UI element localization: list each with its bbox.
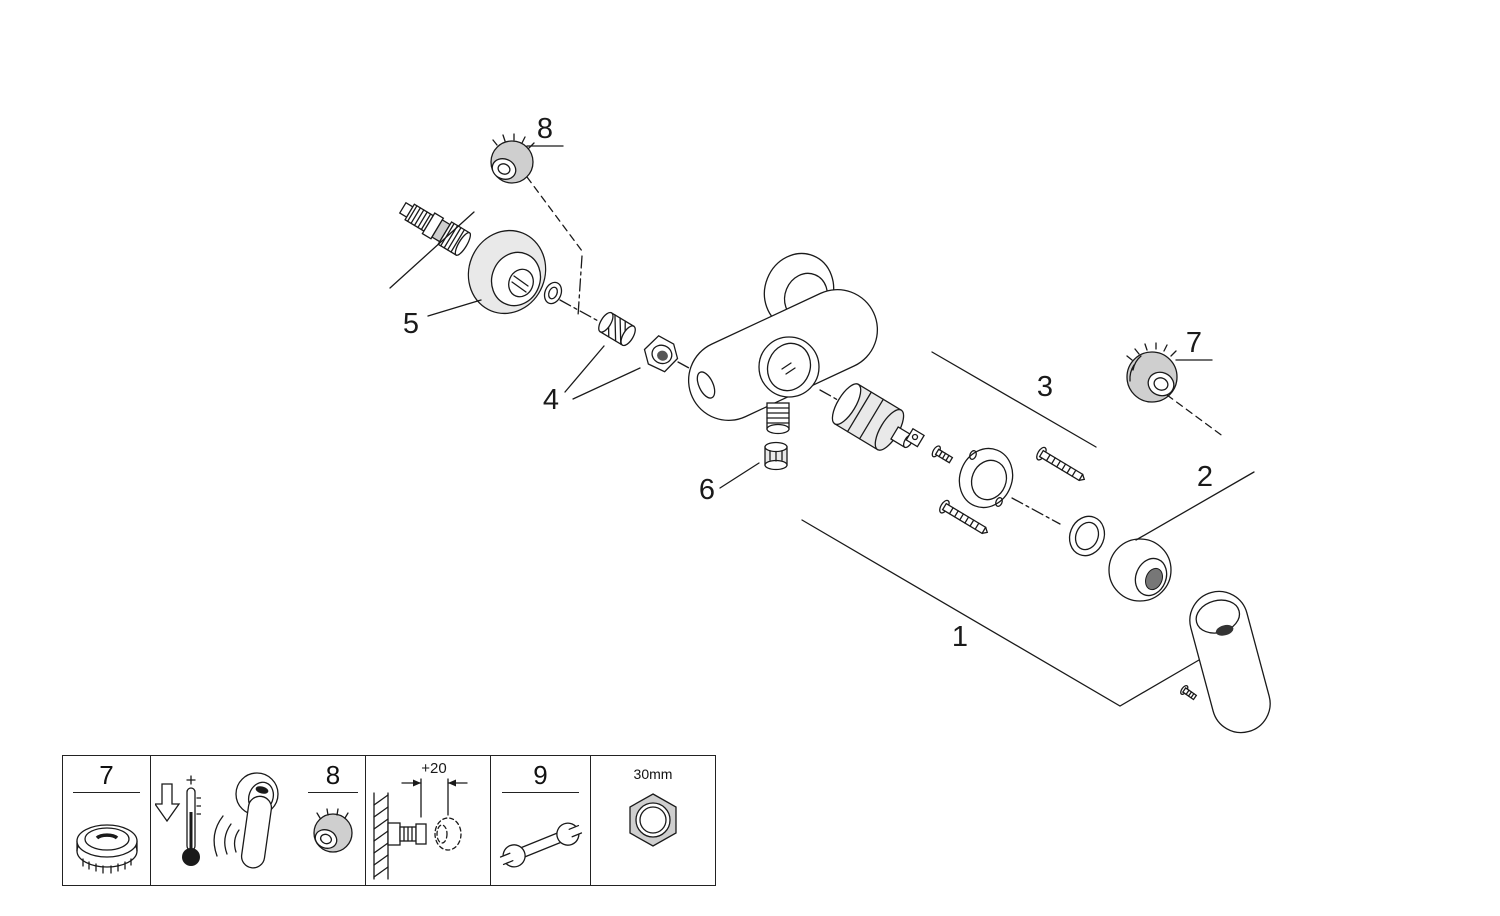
legend-label-9: 9	[501, 756, 580, 793]
lever-handle-icon	[213, 772, 279, 869]
s-union	[398, 201, 472, 256]
leader-line-6	[719, 462, 760, 489]
center-axis	[559, 299, 1061, 525]
legend-strip: 7 8	[62, 755, 716, 886]
leader-line-7	[1166, 394, 1225, 438]
hex-nut-icon	[629, 793, 677, 847]
legend-box-part7: 7	[63, 756, 151, 885]
wall-escutcheon	[467, 229, 547, 315]
screw-cap-part7	[1126, 342, 1178, 403]
mixer-body	[687, 252, 879, 435]
leader-line-5	[389, 211, 482, 317]
nut-size-label: 30mm	[633, 766, 673, 782]
handle-cap	[1108, 538, 1172, 602]
legend-box-part8: 8	[151, 756, 366, 885]
filter-screen	[598, 311, 636, 347]
temperature-limiter-icon	[155, 775, 201, 866]
lever-handle	[1189, 590, 1271, 734]
cartridge	[831, 383, 914, 451]
callout-7: 7	[1186, 327, 1202, 359]
callout-4: 4	[543, 384, 559, 416]
non-return-valve	[764, 441, 788, 471]
wrench-icon	[499, 822, 582, 868]
legend-label-7: 7	[72, 756, 141, 793]
union-nut	[643, 334, 679, 373]
leader-line-8	[526, 176, 583, 252]
axis-line-8	[577, 255, 583, 317]
small-screw	[931, 445, 954, 464]
cap-icon	[313, 808, 353, 853]
bracket-line-3	[931, 351, 1097, 448]
cartridge-adapter	[905, 427, 925, 448]
washer	[543, 281, 563, 305]
fixing-screw-a	[939, 499, 989, 535]
bracket-line-2	[1135, 471, 1255, 541]
callout-3: 3	[1037, 371, 1053, 403]
callout-1: 1	[952, 621, 968, 653]
screw-cap-part8	[490, 133, 535, 184]
callout-6: 6	[699, 474, 715, 506]
wall-extension-icon: +20	[373, 760, 468, 880]
o-ring	[1068, 515, 1106, 557]
leader-line-4	[564, 345, 641, 400]
outlet-shank	[766, 402, 790, 435]
fixing-screw-b	[1036, 446, 1086, 482]
knurled-cap-icon	[75, 824, 138, 874]
bracket-line-1	[801, 519, 1200, 707]
legend-box-part9: 9	[491, 756, 591, 885]
legend-label-8: 8	[308, 756, 358, 793]
callout-5: 5	[403, 308, 419, 340]
dimension-label: +20	[421, 760, 446, 777]
legend-box-nut: 30mm	[591, 756, 715, 885]
callout-8: 8	[537, 113, 553, 145]
mounting-flange	[958, 447, 1014, 509]
handle-screw	[1180, 684, 1198, 701]
callout-2: 2	[1197, 461, 1213, 493]
legend-box-mounting: +20	[366, 756, 491, 885]
